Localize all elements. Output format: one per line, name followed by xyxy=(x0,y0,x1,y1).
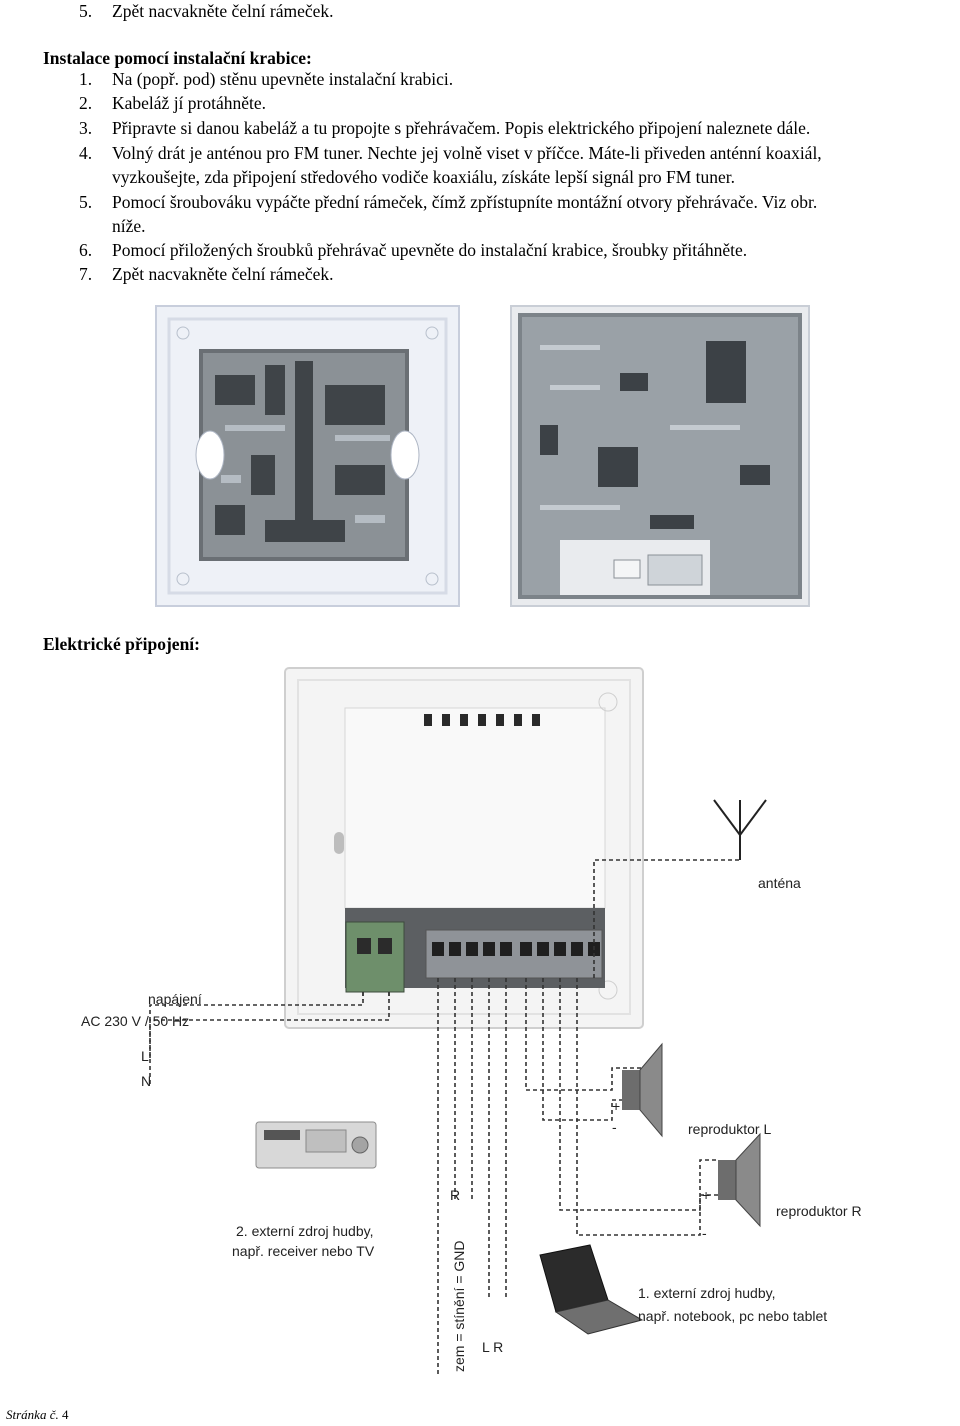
speaker-r-minus: - xyxy=(702,1225,707,1241)
step-text: Kabeláž jí protáhněte. xyxy=(112,93,267,113)
step-number: 6. xyxy=(79,240,93,260)
step-number: 3. xyxy=(79,118,93,138)
receiver-icon xyxy=(255,1121,377,1169)
footer-page-number: 4 xyxy=(61,1407,69,1422)
source2-line1: 2. externí zdroj hudby, xyxy=(236,1223,373,1239)
step-text: Připravte si danou kabeláž a tu propojte… xyxy=(112,118,811,138)
l-label: L xyxy=(141,1048,149,1064)
player-mounting-photo xyxy=(155,305,460,607)
power-label: napájení xyxy=(148,991,202,1007)
speaker-l-plus: + xyxy=(612,1098,620,1114)
footer-label: Stránka č. xyxy=(6,1407,59,1422)
step-text: Volný drát je anténou pro FM tuner. Nech… xyxy=(112,143,822,163)
source1-line1: 1. externí zdroj hudby, xyxy=(638,1285,775,1301)
wiring-diagram: napájení AC 230 V / 50 Hz L N anténa rep… xyxy=(81,667,862,1376)
power-spec: AC 230 V / 50 Hz xyxy=(81,1013,189,1029)
step-text: níže. xyxy=(112,216,146,236)
step-number: 5. xyxy=(79,192,93,212)
step-text: Zpět nacvakněte čelní rámeček. xyxy=(112,264,334,284)
step-number: 7. xyxy=(79,264,93,284)
step-number: 2. xyxy=(79,93,93,113)
antenna-icon xyxy=(713,799,767,860)
step-text: Pomocí přiložených šroubků přehrávač upe… xyxy=(112,240,748,260)
source1-line2: např. notebook, pc nebo tablet xyxy=(638,1308,827,1324)
n-label: N xyxy=(141,1073,151,1089)
speaker-r-label: reproduktor R xyxy=(776,1203,862,1219)
top-step-text: Zpět nacvakněte čelní rámeček. xyxy=(112,1,334,21)
speaker-r-icon xyxy=(718,1132,761,1228)
ground-label: zem = stínění = GND xyxy=(451,1241,467,1373)
speaker-r-plus: + xyxy=(702,1187,710,1203)
antenna-label: anténa xyxy=(758,875,801,891)
pcb-photo xyxy=(510,305,810,607)
step-number: 4. xyxy=(79,143,93,163)
electrical-heading: Elektrické připojení: xyxy=(43,634,200,654)
step-text: Pomocí šroubováku vypáčte přední rámeček… xyxy=(112,192,818,212)
page-footer: Stránka č. 4 xyxy=(6,1407,68,1423)
top-step-number: 5. xyxy=(79,1,93,21)
step-number: 1. xyxy=(79,69,93,89)
laptop-lr-label: L R xyxy=(482,1339,503,1355)
receiver-r-label: R xyxy=(450,1187,460,1203)
speaker-l-icon xyxy=(622,1042,663,1138)
step-text: vyzkoušejte, zda připojení středového vo… xyxy=(112,167,736,187)
laptop-icon xyxy=(539,1244,644,1335)
box-install-heading: Instalace pomocí instalační krabice: xyxy=(43,48,312,68)
speaker-l-label: reproduktor L xyxy=(688,1121,771,1137)
source2-line2: např. receiver nebo TV xyxy=(232,1243,375,1259)
step-text: Na (popř. pod) stěnu upevněte instalační… xyxy=(112,69,454,89)
speaker-l-minus: - xyxy=(612,1119,617,1135)
